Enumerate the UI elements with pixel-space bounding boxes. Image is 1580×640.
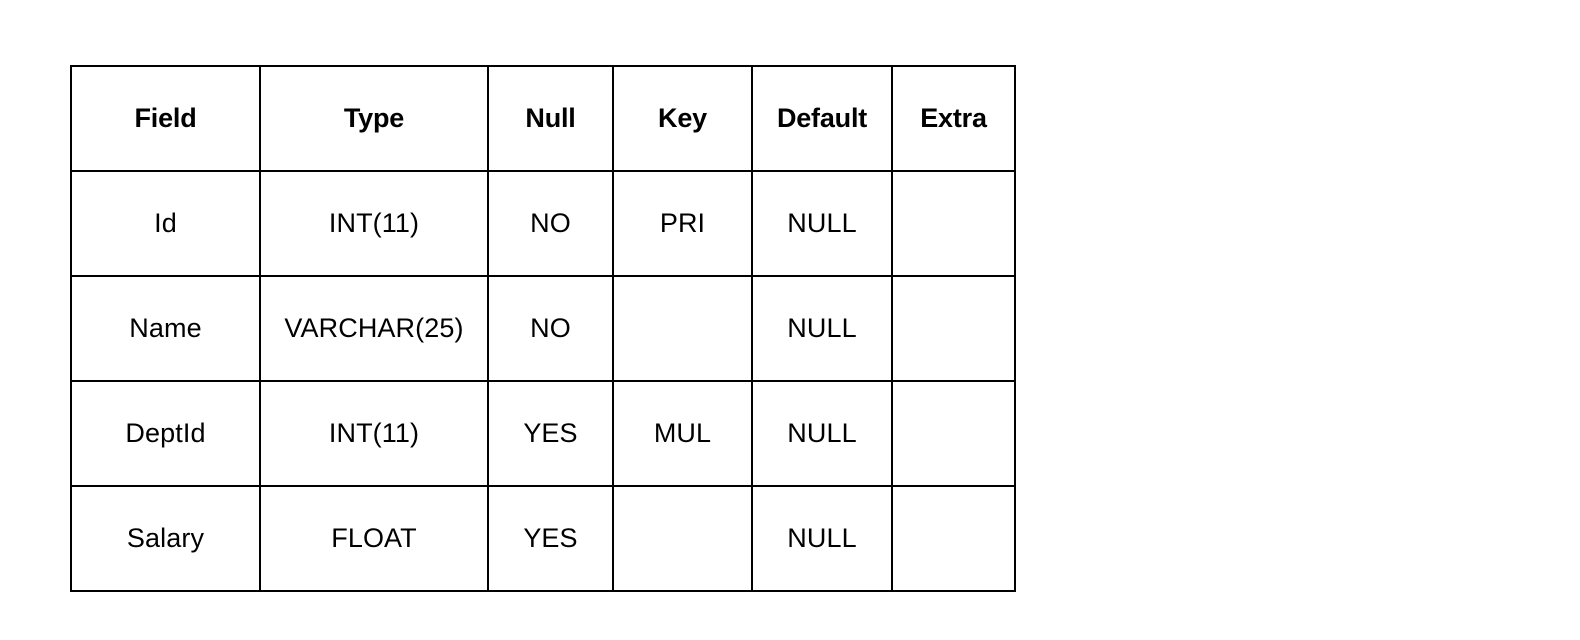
cell-key: MUL	[612, 380, 753, 487]
column-header-null: Null	[487, 65, 614, 172]
table-body: Id INT(11) NO PRI NULL Name VARCHAR(25) …	[70, 170, 1016, 592]
cell-field: Salary	[70, 485, 261, 592]
table-header: Field Type Null Key Default Extra	[70, 65, 1016, 172]
cell-extra	[891, 170, 1016, 277]
column-header-key: Key	[612, 65, 753, 172]
cell-default: NULL	[751, 170, 893, 277]
cell-type: FLOAT	[259, 485, 489, 592]
cell-null: YES	[487, 380, 614, 487]
cell-extra	[891, 485, 1016, 592]
cell-key: PRI	[612, 170, 753, 277]
cell-null: NO	[487, 170, 614, 277]
table-row: Id INT(11) NO PRI NULL	[70, 170, 1016, 277]
cell-extra	[891, 275, 1016, 382]
table-schema-describe: Field Type Null Key Default Extra Id INT…	[70, 65, 1016, 592]
cell-type: INT(11)	[259, 380, 489, 487]
cell-null: YES	[487, 485, 614, 592]
cell-field: Id	[70, 170, 261, 277]
cell-key	[612, 485, 753, 592]
cell-default: NULL	[751, 380, 893, 487]
cell-type: INT(11)	[259, 170, 489, 277]
cell-null: NO	[487, 275, 614, 382]
cell-extra	[891, 380, 1016, 487]
table-row: Salary FLOAT YES NULL	[70, 485, 1016, 592]
column-header-default: Default	[751, 65, 893, 172]
table-header-row: Field Type Null Key Default Extra	[70, 65, 1016, 172]
column-header-type: Type	[259, 65, 489, 172]
schema-table-container: Field Type Null Key Default Extra Id INT…	[70, 65, 1016, 592]
cell-type: VARCHAR(25)	[259, 275, 489, 382]
table-row: DeptId INT(11) YES MUL NULL	[70, 380, 1016, 487]
cell-default: NULL	[751, 485, 893, 592]
cell-default: NULL	[751, 275, 893, 382]
cell-field: DeptId	[70, 380, 261, 487]
cell-field: Name	[70, 275, 261, 382]
column-header-extra: Extra	[891, 65, 1016, 172]
cell-key	[612, 275, 753, 382]
table-row: Name VARCHAR(25) NO NULL	[70, 275, 1016, 382]
column-header-field: Field	[70, 65, 261, 172]
